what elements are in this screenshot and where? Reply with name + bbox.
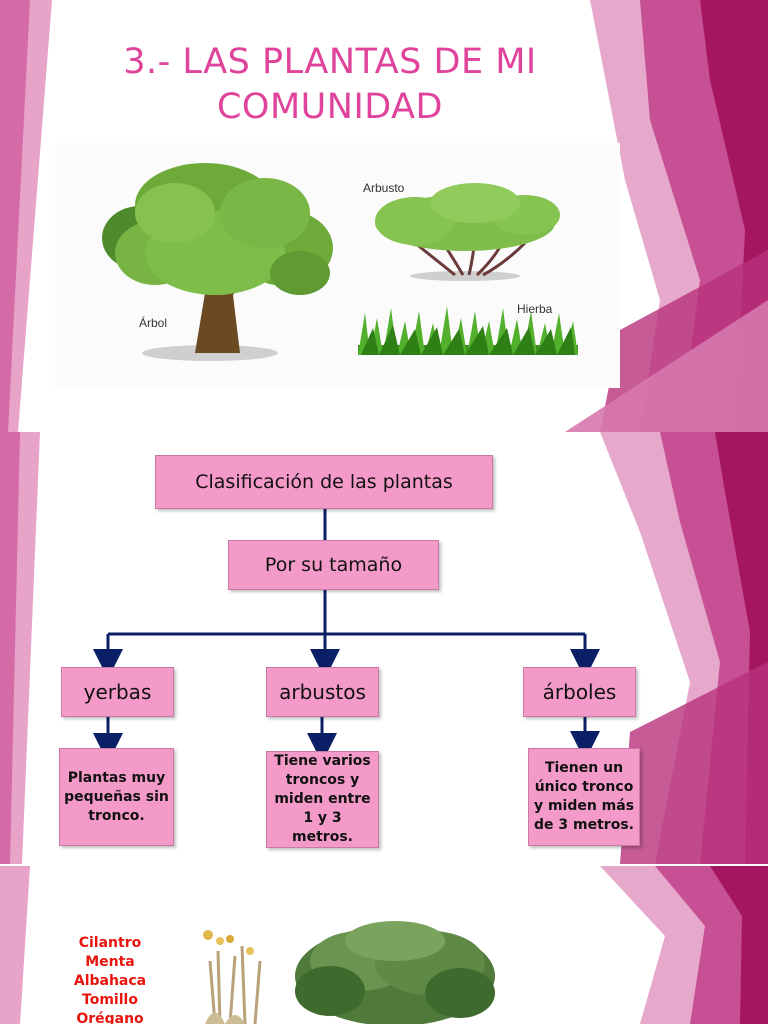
herb-item: Orégano: [76, 1011, 144, 1024]
tree-picture: [295, 921, 495, 1024]
root-box: Clasificación de las plantas: [155, 455, 493, 509]
criterion-box: Por su tamaño: [228, 540, 439, 590]
slide-title: 3.- LAS PLANTAS DE MI COMUNIDAD: [60, 40, 600, 130]
plant-types-picture: [102, 163, 578, 361]
description-text: Plantas muy pequeñas sin tronco.: [64, 769, 169, 824]
slide-plant-classification: Clasificación de las plantas Por su tama…: [0, 432, 768, 864]
category-label: arbustos: [279, 680, 366, 704]
title-line-1: 3.- LAS PLANTAS DE MI: [123, 42, 537, 82]
classification-connectors: [93, 508, 600, 763]
decorative-background: [0, 432, 768, 864]
criterion-label: Por su tamaño: [264, 554, 403, 576]
slide-plants-of-community: 3.- LAS PLANTAS DE MI COMUNIDAD: [0, 0, 768, 432]
description-text: Tiene varios troncos y miden entre 1 y 3…: [274, 753, 371, 845]
description-box-arbustos: Tiene varios troncos y miden entre 1 y 3…: [266, 751, 379, 848]
category-label: árboles: [542, 680, 617, 704]
herb-list: Cilantro Menta Albahaca Tomillo Orégano: [70, 934, 150, 1024]
title-line-2: COMUNIDAD: [216, 87, 444, 127]
description-box-yerbas: Plantas muy pequeñas sin tronco.: [59, 748, 174, 846]
plant-types-illustration: Árbol Arbusto Hierba: [55, 143, 620, 388]
category-label: yerbas: [83, 680, 152, 704]
label-hierba: Hierba: [517, 302, 553, 316]
herb-item: Albahaca: [73, 973, 147, 989]
category-box-yerbas: yerbas: [61, 667, 174, 717]
root-label: Clasificación de las plantas: [195, 471, 453, 493]
slide-herbs-and-trees: Cilantro Menta Albahaca Tomillo Orégano: [0, 866, 768, 1024]
category-box-arboles: árboles: [523, 667, 636, 717]
decorative-background: [0, 0, 768, 432]
decorative-background: [0, 866, 768, 1024]
herb-item: Menta: [85, 954, 135, 970]
herb-item: Tomillo: [82, 992, 138, 1008]
description-box-arboles: Tienen un único tronco y miden más de 3 …: [528, 748, 640, 846]
category-box-arbustos: arbustos: [266, 667, 379, 717]
label-arbusto: Arbusto: [363, 181, 405, 195]
herb-item: Cilantro: [78, 935, 142, 951]
label-arbol: Árbol: [139, 316, 168, 330]
description-text: Tienen un único tronco y miden más de 3 …: [533, 760, 635, 833]
herb-picture: [203, 930, 262, 1024]
